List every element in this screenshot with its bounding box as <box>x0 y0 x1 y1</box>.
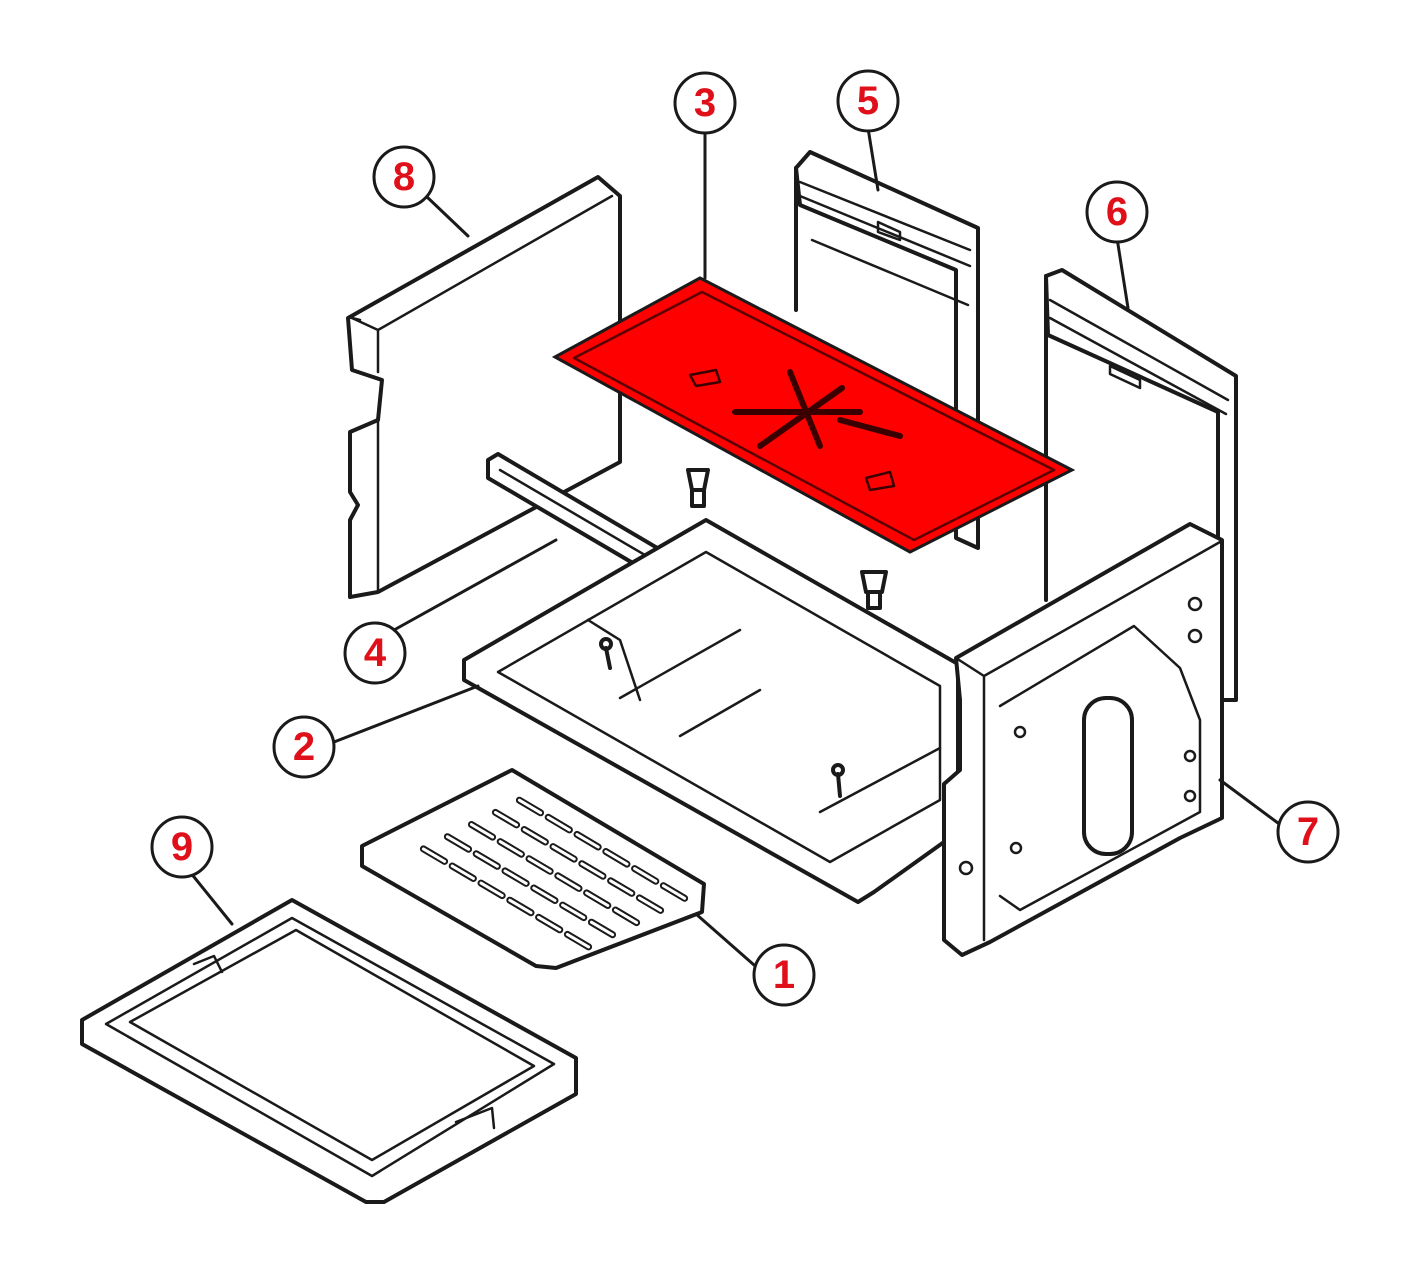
callout-8-label: 8 <box>393 155 415 199</box>
callout-2-label: 2 <box>293 725 315 769</box>
callout-9-label: 9 <box>171 825 193 869</box>
part-8-left-panel <box>346 175 622 599</box>
grate-slot-opening <box>421 847 447 863</box>
grate-slot-opening <box>585 891 610 907</box>
part-2-base-frame <box>462 518 960 904</box>
grate-slot-opening <box>556 874 581 890</box>
bolt-lower <box>860 570 888 610</box>
grate-slot-opening <box>517 798 543 815</box>
grate-slot-opening <box>498 840 523 856</box>
callout-6-label: 6 <box>1106 190 1128 234</box>
leader-1 <box>694 912 764 974</box>
grate-slot-opening <box>450 864 475 880</box>
grate-slot-opening <box>479 881 504 898</box>
callout-4-label: 4 <box>364 631 387 675</box>
bolt-upper <box>686 468 710 508</box>
callout-2: 2 <box>272 715 336 779</box>
grate-slot-opening <box>469 823 495 839</box>
callout-1: 1 <box>752 943 816 1007</box>
leader-7 <box>1218 778 1284 828</box>
grate-slot-opening <box>522 828 547 844</box>
leader-4 <box>392 538 558 632</box>
callout-7-label: 7 <box>1297 810 1319 854</box>
grate-slot-opening <box>493 810 519 827</box>
leader-lines <box>188 126 1284 974</box>
leader-2 <box>332 684 480 744</box>
callout-4: 4 <box>343 621 407 685</box>
callout-3-label: 3 <box>694 81 716 125</box>
part-1-grate <box>360 768 706 970</box>
grate-slot-opening <box>546 815 571 832</box>
part-5-rear-panel <box>794 150 980 550</box>
callout-1-label: 1 <box>773 953 795 997</box>
leader-9 <box>188 870 234 926</box>
grate-slot-opening <box>609 879 634 895</box>
callout-7: 7 <box>1276 800 1340 864</box>
callout-3: 3 <box>673 71 737 135</box>
grate-slot-opening <box>604 850 629 866</box>
grate-slot-opening <box>508 898 533 915</box>
part-6-right-panel <box>1044 268 1238 702</box>
grate-slot-opening <box>551 845 576 861</box>
part-3-top-plate <box>551 276 1076 554</box>
part-9-tray <box>80 898 578 1204</box>
grate-slot-opening <box>613 908 639 925</box>
callout-5: 5 <box>836 69 900 133</box>
grate-slot-opening <box>580 862 605 878</box>
grate-slot-opening <box>637 896 663 912</box>
grate-slot-opening <box>527 857 552 873</box>
grate-slot-opening <box>532 886 557 902</box>
part-7-right-side-panel <box>942 522 1224 957</box>
grate-slot-opening <box>661 884 687 900</box>
grate-slot-opening <box>537 915 562 932</box>
grate-slot-opening <box>561 903 586 920</box>
grate-slot-opening <box>575 832 600 849</box>
leader-8 <box>424 194 470 238</box>
callout-6: 6 <box>1085 180 1149 244</box>
grate-slot-opening <box>503 869 528 885</box>
grate-slot-opening <box>565 932 591 949</box>
leader-6 <box>1115 236 1130 310</box>
callout-5-label: 5 <box>857 79 879 123</box>
callout-9: 9 <box>150 815 214 879</box>
grate-slot-opening <box>445 835 471 851</box>
callout-8: 8 <box>372 145 436 209</box>
grate-slot-opening <box>589 920 615 937</box>
grate-slot-opening <box>474 852 499 868</box>
grate-slot-opening <box>633 867 658 883</box>
leader-5 <box>866 126 880 192</box>
